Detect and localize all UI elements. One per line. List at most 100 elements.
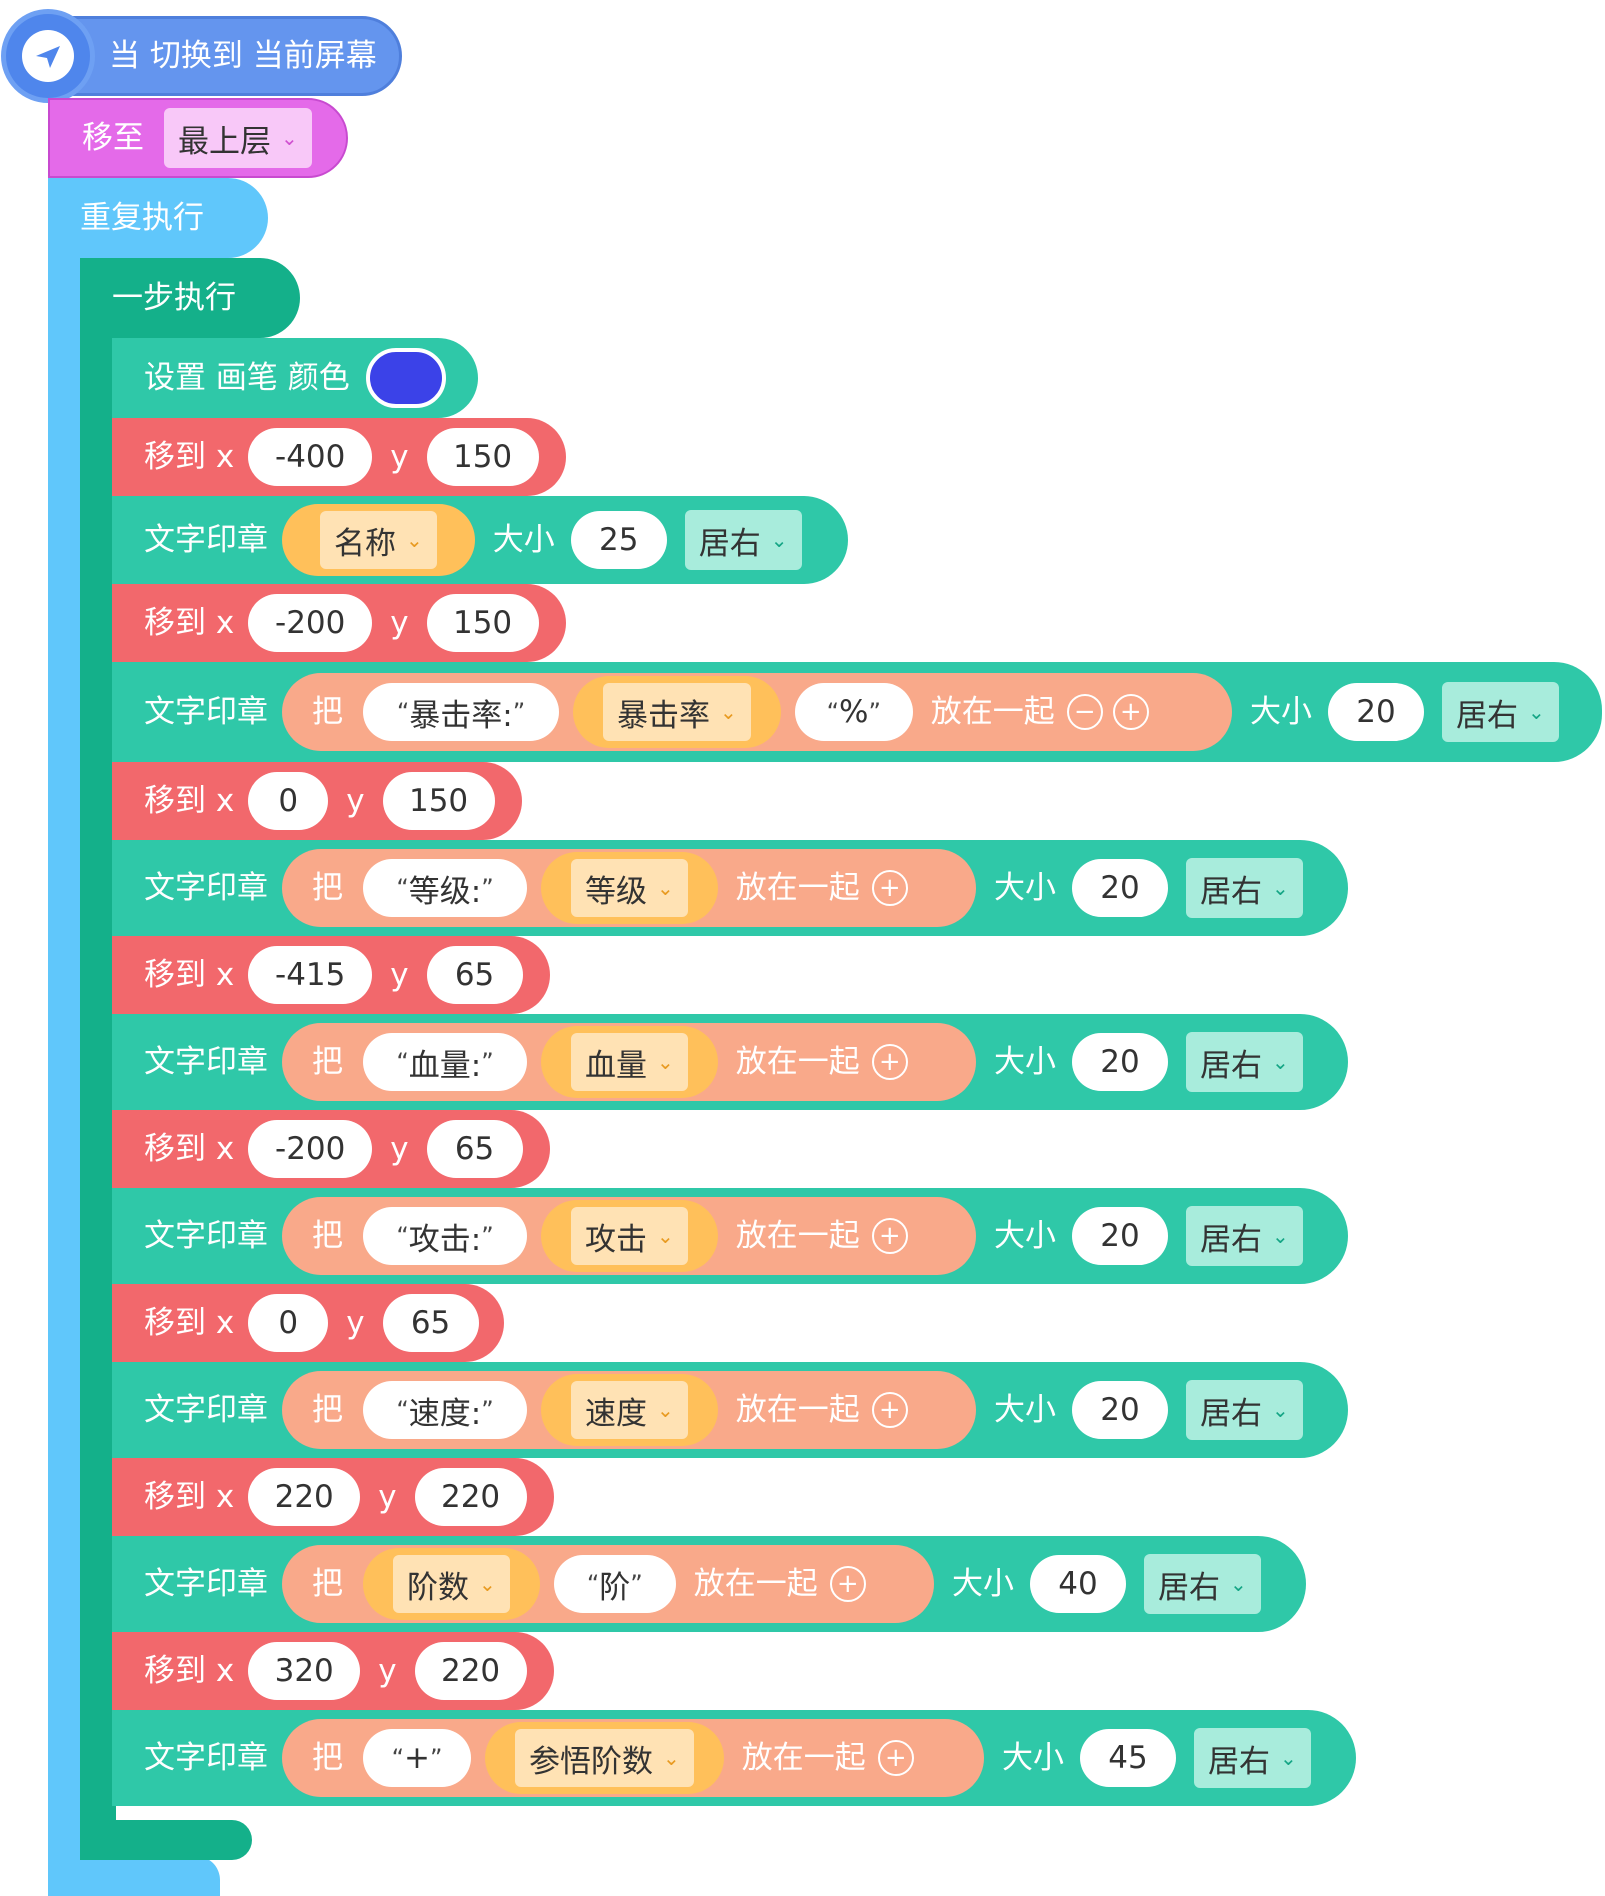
variable-block[interactable]: 血量⌄ bbox=[541, 1026, 718, 1098]
y-input[interactable]: 150 bbox=[382, 772, 495, 830]
join-block[interactable]: 把 “等级:” 等级⌄ 放在一起 + bbox=[282, 849, 976, 927]
repeat-block-header[interactable] bbox=[48, 178, 268, 258]
join-block[interactable]: 把 阶数⌄ “阶” 放在一起 + bbox=[282, 1545, 934, 1623]
x-input[interactable]: -415 bbox=[248, 946, 373, 1004]
text-stamp-block[interactable]: 文字印章 把 “攻击:” 攻击⌄ 放在一起 + 大小 20 居右⌄ bbox=[112, 1188, 1348, 1284]
plus-icon[interactable]: + bbox=[877, 1740, 914, 1776]
join-block[interactable]: 把 “血量:” 血量⌄ 放在一起 + bbox=[282, 1023, 976, 1101]
size-input[interactable]: 20 bbox=[1072, 1381, 1168, 1439]
align-dropdown[interactable]: 居右⌄ bbox=[1186, 1380, 1303, 1440]
size-input[interactable]: 45 bbox=[1080, 1729, 1176, 1787]
when-screen-switched-hat-block[interactable]: 当 切换到 当前屏幕 bbox=[1, 9, 402, 103]
variable-block[interactable]: 名称⌄ bbox=[282, 504, 475, 576]
text-stamp-block[interactable]: 文字印章 把 “速度:” 速度⌄ 放在一起 + 大小 20 居右⌄ bbox=[112, 1362, 1348, 1458]
text-input[interactable]: “攻击:” bbox=[363, 1207, 527, 1265]
move-label: 移到 x bbox=[144, 782, 235, 819]
text-input[interactable]: “阶” bbox=[553, 1555, 676, 1613]
move-to-xy-block[interactable]: 移到 x 220 y 220 bbox=[112, 1458, 554, 1536]
variable-dropdown[interactable]: 速度⌄ bbox=[571, 1381, 688, 1439]
move-to-xy-block[interactable]: 移到 x -200 y 65 bbox=[112, 1110, 550, 1188]
x-input[interactable]: 0 bbox=[248, 1294, 329, 1352]
plus-icon[interactable]: + bbox=[1112, 694, 1149, 730]
size-input[interactable]: 20 bbox=[1328, 683, 1424, 741]
y-input[interactable]: 220 bbox=[414, 1468, 527, 1526]
move-to-xy-block[interactable]: 移到 x -200 y 150 bbox=[112, 584, 566, 662]
x-input[interactable]: 320 bbox=[248, 1642, 361, 1700]
text-value: 血量: bbox=[408, 1047, 482, 1084]
plus-icon[interactable]: + bbox=[871, 1392, 908, 1428]
x-input[interactable]: -200 bbox=[248, 594, 373, 652]
variable-dropdown[interactable]: 名称⌄ bbox=[320, 511, 437, 569]
join-block[interactable]: 把 “速度:” 速度⌄ 放在一起 + bbox=[282, 1371, 976, 1449]
size-input[interactable]: 20 bbox=[1072, 1033, 1168, 1091]
x-input[interactable]: -200 bbox=[248, 1120, 373, 1178]
move-to-xy-block[interactable]: 移到 x 0 y 150 bbox=[112, 762, 522, 840]
set-pen-color-block[interactable]: 设置 画笔 颜色 bbox=[112, 338, 478, 418]
align-dropdown[interactable]: 居右⌄ bbox=[684, 510, 802, 570]
variable-block[interactable]: 阶数⌄ bbox=[363, 1548, 540, 1620]
align-dropdown[interactable]: 居右⌄ bbox=[1186, 858, 1303, 918]
align-dropdown[interactable]: 居右⌄ bbox=[1442, 682, 1559, 742]
join-block[interactable]: 把 “+” 参悟阶数⌄ 放在一起 + bbox=[282, 1719, 984, 1797]
move-to-xy-block[interactable]: 移到 x 320 y 220 bbox=[112, 1632, 554, 1710]
variable-dropdown[interactable]: 等级⌄ bbox=[571, 859, 688, 917]
text-input[interactable]: “暴击率:” bbox=[363, 683, 559, 741]
size-label: 大小 bbox=[994, 1391, 1056, 1428]
layer-dropdown[interactable]: 最上层⌄ bbox=[164, 108, 312, 168]
variable-dropdown[interactable]: 暴击率⌄ bbox=[603, 683, 751, 741]
y-input[interactable]: 65 bbox=[426, 1120, 523, 1178]
pen-color-swatch[interactable] bbox=[365, 348, 446, 408]
plus-icon[interactable]: + bbox=[871, 1218, 908, 1254]
variable-block[interactable]: 等级⌄ bbox=[541, 852, 718, 924]
plus-icon[interactable]: + bbox=[829, 1566, 866, 1602]
variable-dropdown[interactable]: 血量⌄ bbox=[571, 1033, 688, 1091]
text-stamp-block[interactable]: 文字印章 名称⌄ 大小 25 居右⌄ bbox=[112, 496, 848, 584]
minus-icon[interactable]: − bbox=[1066, 694, 1103, 730]
size-input[interactable]: 25 bbox=[570, 511, 667, 569]
x-input[interactable]: 220 bbox=[248, 1468, 361, 1526]
y-label: y bbox=[378, 1652, 397, 1689]
text-input[interactable]: “等级:” bbox=[363, 859, 527, 917]
size-input[interactable]: 20 bbox=[1072, 1207, 1168, 1265]
plus-icon[interactable]: + bbox=[871, 870, 908, 906]
x-input[interactable]: 0 bbox=[248, 772, 329, 830]
join-block[interactable]: 把 “攻击:” 攻击⌄ 放在一起 + bbox=[282, 1197, 976, 1275]
align-dropdown[interactable]: 居右⌄ bbox=[1186, 1032, 1303, 1092]
plus-icon[interactable]: + bbox=[871, 1044, 908, 1080]
size-input[interactable]: 40 bbox=[1030, 1555, 1126, 1613]
align-dropdown[interactable]: 居右⌄ bbox=[1186, 1206, 1303, 1266]
variable-block[interactable]: 参悟阶数⌄ bbox=[485, 1722, 724, 1794]
move-to-xy-block[interactable]: 移到 x -400 y 150 bbox=[112, 418, 566, 496]
align-dropdown[interactable]: 居右⌄ bbox=[1194, 1728, 1311, 1788]
text-stamp-block[interactable]: 文字印章 把 “暴击率:” 暴击率⌄ “%” 放在一起 − + 大小 20 居右… bbox=[112, 662, 1602, 762]
text-input[interactable]: “+” bbox=[363, 1729, 471, 1787]
text-stamp-block[interactable]: 文字印章 把 “等级:” 等级⌄ 放在一起 + 大小 20 居右⌄ bbox=[112, 840, 1348, 936]
join-block[interactable]: 把 “暴击率:” 暴击率⌄ “%” 放在一起 − + bbox=[282, 673, 1232, 751]
move-to-xy-block[interactable]: 移到 x 0 y 65 bbox=[112, 1284, 504, 1362]
move-to-xy-block[interactable]: 移到 x -415 y 65 bbox=[112, 936, 550, 1014]
size-label: 大小 bbox=[492, 521, 555, 558]
text-input[interactable]: “%” bbox=[794, 683, 913, 741]
x-input[interactable]: -400 bbox=[248, 428, 373, 486]
move-to-layer-block[interactable]: 移至 最上层⌄ bbox=[48, 98, 348, 178]
align-dropdown[interactable]: 居右⌄ bbox=[1144, 1554, 1261, 1614]
text-input[interactable]: “速度:” bbox=[363, 1381, 527, 1439]
y-input[interactable]: 65 bbox=[426, 946, 523, 1004]
variable-dropdown[interactable]: 攻击⌄ bbox=[571, 1207, 688, 1265]
variable-block[interactable]: 速度⌄ bbox=[541, 1374, 718, 1446]
variable-block[interactable]: 攻击⌄ bbox=[541, 1200, 718, 1272]
variable-dropdown[interactable]: 参悟阶数⌄ bbox=[515, 1729, 694, 1787]
text-input[interactable]: “血量:” bbox=[363, 1033, 527, 1091]
y-input[interactable]: 65 bbox=[382, 1294, 479, 1352]
y-input[interactable]: 150 bbox=[426, 428, 539, 486]
text-stamp-block[interactable]: 文字印章 把 阶数⌄ “阶” 放在一起 + 大小 40 居右⌄ bbox=[112, 1536, 1306, 1632]
variable-dropdown[interactable]: 阶数⌄ bbox=[393, 1555, 510, 1613]
text-stamp-block[interactable]: 文字印章 把 “+” 参悟阶数⌄ 放在一起 + 大小 45 居右⌄ bbox=[112, 1710, 1356, 1806]
join-label: 放在一起 bbox=[735, 1391, 860, 1428]
step-block-header[interactable] bbox=[80, 258, 300, 338]
y-input[interactable]: 150 bbox=[426, 594, 539, 652]
variable-block[interactable]: 暴击率⌄ bbox=[573, 676, 781, 748]
text-stamp-block[interactable]: 文字印章 把 “血量:” 血量⌄ 放在一起 + 大小 20 居右⌄ bbox=[112, 1014, 1348, 1110]
y-input[interactable]: 220 bbox=[414, 1642, 527, 1700]
size-input[interactable]: 20 bbox=[1072, 859, 1168, 917]
